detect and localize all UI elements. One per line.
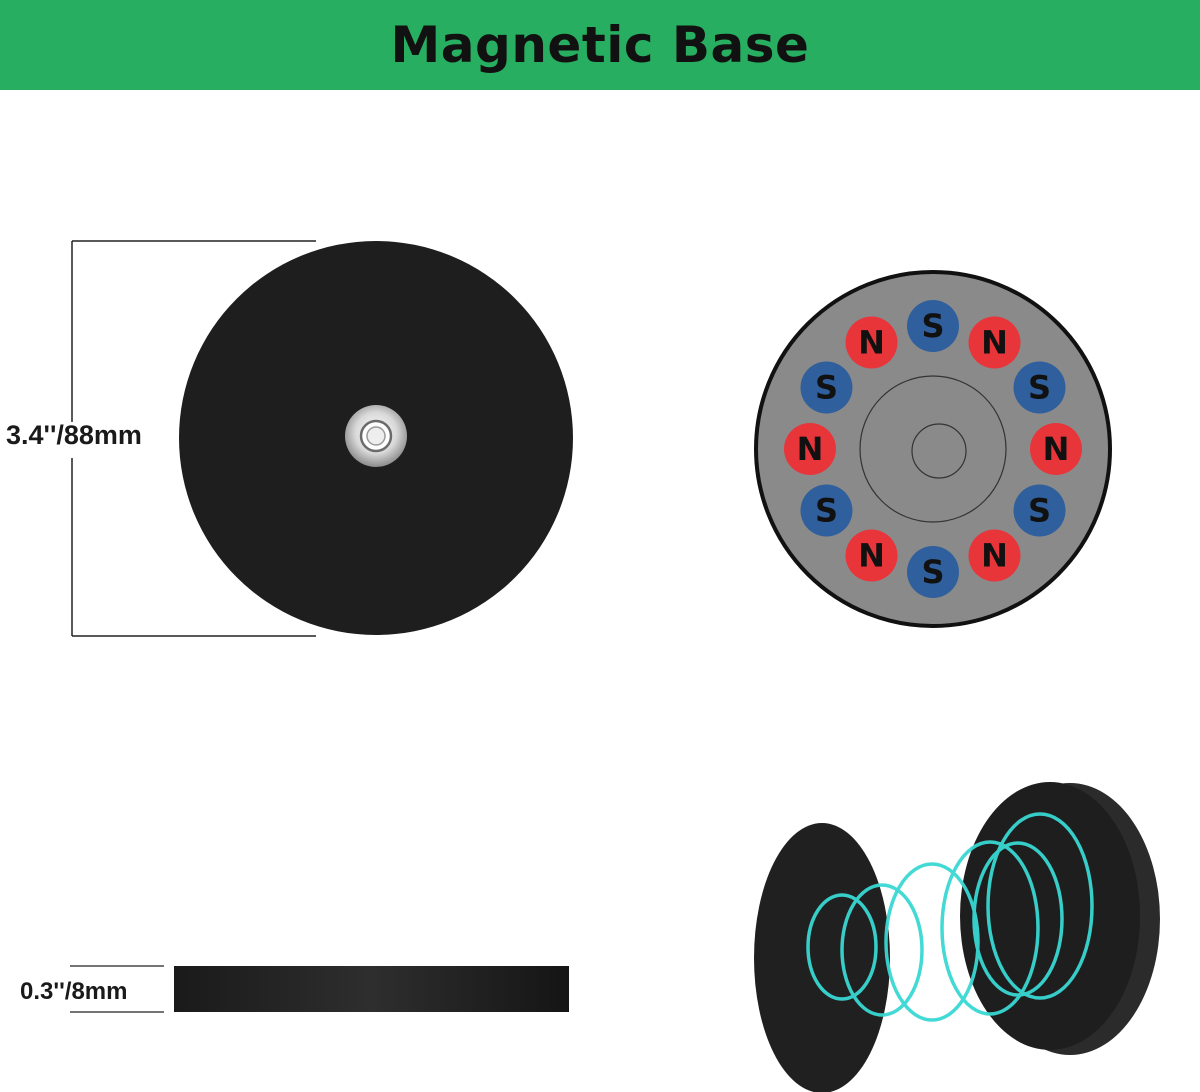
pole-letter: N [981,537,1008,575]
north-pole-magnet: N [968,316,1021,369]
diameter-label: 3.4''/88mm [6,420,142,450]
south-pole-magnet: S [907,300,959,352]
pole-letter: N [797,430,824,468]
magnetic-attraction-illustration [754,782,1160,1092]
pole-letter: N [981,323,1008,361]
magnet-front-view [179,241,573,635]
north-pole-magnet: N [784,423,836,475]
south-pole-magnet: S [1013,361,1066,414]
pole-disc [1013,361,1066,414]
diameter-dimension-bracket [71,240,316,637]
pole-disc [845,316,898,369]
pole-disc [1030,423,1082,475]
thickness-label: 0.3''/8mm [20,978,128,1005]
title-banner: Magnetic Base [0,0,1200,90]
thickness-dimension-bracket [70,965,164,1013]
pole-letter: S [1028,369,1051,407]
magnet-side-profile [174,966,569,1012]
pole-letter: S [815,369,838,407]
pole-letter: N [858,323,885,361]
south-pole-magnet: S [1013,484,1066,537]
north-pole-magnet: N [845,316,898,369]
pole-disc [907,546,959,598]
pole-disc [784,423,836,475]
pole-disc [968,529,1021,582]
pole-disc [845,529,898,582]
page-title: Magnetic Base [390,16,810,74]
north-pole-magnet: N [1030,423,1082,475]
pole-letter: S [815,492,838,530]
pole-letter: S [921,307,944,345]
south-pole-magnet: S [907,546,959,598]
magnetic-field-lines [806,812,1094,1022]
pole-letter: S [921,553,944,591]
pole-letter: N [858,537,885,575]
pole-disc [800,484,853,537]
south-pole-magnet: S [800,361,853,414]
south-pole-magnet: S [800,484,853,537]
pole-disc [1013,484,1066,537]
north-pole-magnet: N [845,529,898,582]
north-pole-magnet: N [968,529,1021,582]
pole-disc [800,361,853,414]
pole-letter: S [1028,492,1051,530]
pole-disc [968,316,1021,369]
pole-disc [907,300,959,352]
pole-letter: N [1043,430,1070,468]
